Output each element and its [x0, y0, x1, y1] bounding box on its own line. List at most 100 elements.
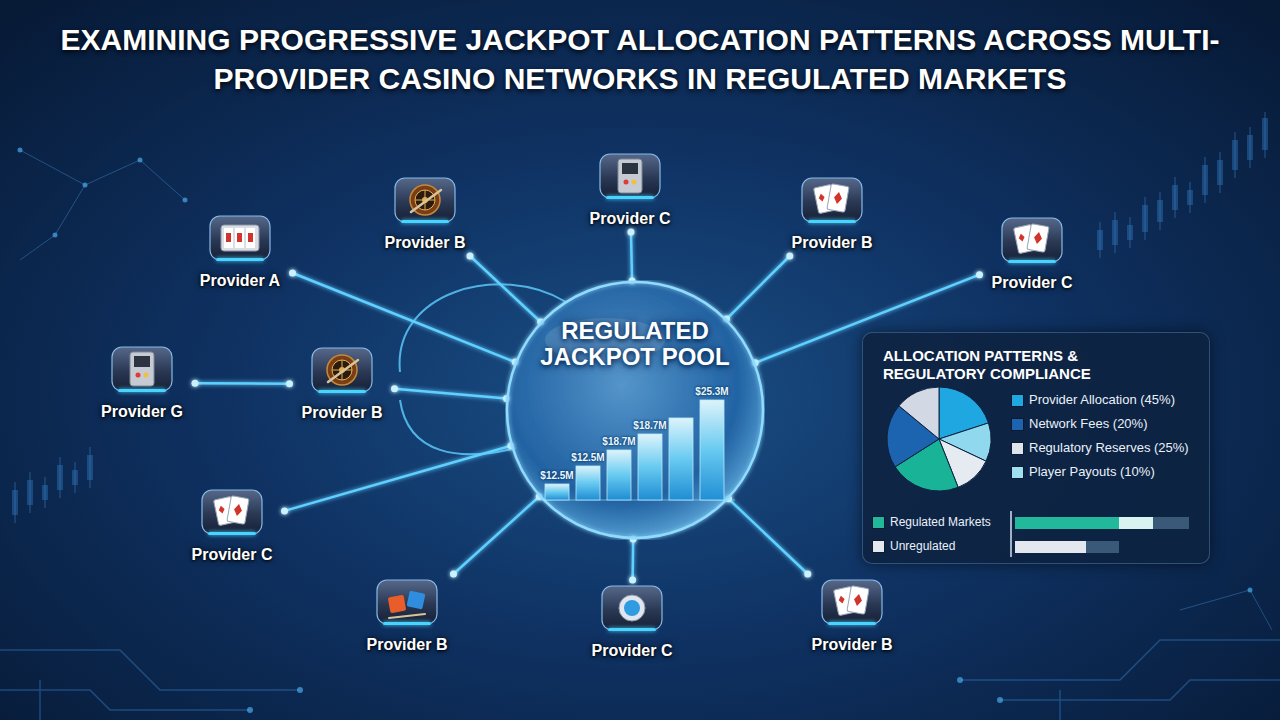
connector-line — [285, 446, 512, 511]
legend-text: Network Fees (20%) — [1029, 416, 1147, 432]
network-lines — [20, 150, 1272, 630]
icon-tile — [602, 586, 662, 630]
network-dot — [53, 233, 58, 238]
legend-text: Unregulated — [890, 538, 955, 554]
network-dot — [18, 148, 23, 153]
slot-symbol — [248, 233, 253, 242]
icon-glow — [383, 622, 431, 625]
machine-button — [136, 373, 141, 378]
provider-icon — [310, 346, 374, 396]
provider-label: Provider A — [200, 272, 280, 290]
pool-bar — [607, 450, 631, 500]
card-suit — [818, 193, 826, 202]
provider-icon — [110, 345, 174, 395]
connector-dot — [192, 380, 199, 387]
die — [388, 595, 407, 614]
wheel-rim — [327, 355, 357, 385]
card-suit — [833, 191, 843, 204]
card-suit — [233, 503, 243, 516]
legend-item: Player Payouts (10%) — [1012, 464, 1155, 480]
circuit-traces — [0, 640, 1280, 720]
cards-symbol — [213, 496, 249, 526]
provider-label: Provider B — [792, 234, 873, 252]
connector-line — [453, 496, 539, 574]
network-dot — [83, 183, 88, 188]
connector-dot — [391, 385, 398, 392]
die — [407, 591, 426, 610]
playing-card — [227, 496, 249, 525]
machine-body — [618, 159, 642, 193]
icon-tile — [600, 154, 660, 198]
legend-item: Unregulated — [873, 538, 955, 554]
provider-label: Provider C — [590, 210, 671, 228]
icon-tile — [202, 490, 262, 534]
legend-swatch — [873, 541, 884, 552]
jackpot-pool-circle: REGULATED JACKPOT POOL — [505, 280, 765, 540]
legend-swatch — [1012, 467, 1023, 478]
provider-node: Provider B — [804, 578, 901, 654]
connector-dot — [281, 507, 288, 514]
provider-node: Provider B — [784, 176, 881, 252]
button-symbol — [619, 595, 645, 621]
stick — [389, 614, 425, 618]
connector-dot — [450, 571, 457, 578]
icon-glow — [828, 622, 876, 625]
network-dot — [138, 158, 143, 163]
provider-icon — [393, 176, 457, 226]
bar-value-label: $18.7M — [633, 420, 666, 431]
icon-tile — [312, 348, 372, 392]
pool-bar — [700, 400, 724, 500]
card-suit — [853, 593, 863, 606]
provider-node: Provider G — [93, 345, 191, 421]
card-suit — [1033, 231, 1043, 244]
provider-label: Provider C — [592, 642, 673, 660]
network-dot — [1248, 588, 1253, 593]
compliance-bar — [1119, 517, 1153, 529]
icon-tile — [112, 347, 172, 391]
cards-symbol — [833, 586, 869, 616]
card-suit — [218, 505, 226, 514]
icon-glow — [401, 220, 449, 223]
legend-swatch — [873, 517, 884, 528]
connector-line — [195, 382, 290, 385]
provider-icon — [1000, 216, 1064, 266]
circuit-dot — [997, 697, 1003, 703]
provider-node: Provider B — [359, 578, 456, 654]
provider-label: Provider G — [101, 403, 183, 421]
network-dot — [183, 198, 188, 203]
icon-glow — [216, 258, 264, 261]
provider-icon — [208, 214, 272, 264]
pie-slice — [899, 387, 939, 439]
machine-symbol — [618, 159, 642, 193]
slot-symbol — [226, 233, 231, 242]
card-suit — [838, 595, 846, 604]
provider-icon — [800, 176, 864, 226]
circuit-dot — [247, 707, 253, 713]
machine-button — [632, 180, 637, 185]
connector-line — [470, 256, 541, 322]
connector-dot — [627, 229, 634, 236]
provider-label: Provider B — [812, 636, 893, 654]
bar-value-label: $12.5M — [571, 452, 604, 463]
legend-item: Regulated Markets — [873, 514, 991, 530]
machine-body — [130, 352, 154, 386]
icon-tile — [377, 580, 437, 624]
connector-dot — [786, 253, 793, 260]
icon-glow — [118, 389, 166, 392]
icon-glow — [1008, 260, 1056, 263]
slot-reel — [246, 228, 255, 248]
legend-text: Regulated Markets — [890, 514, 991, 530]
diagram-title: EXAMINING PROGRESSIVE JACKPOT ALLOCATION… — [20, 20, 1260, 98]
circuit-dot — [957, 677, 963, 683]
playing-card — [1027, 224, 1049, 253]
bar-value-label: $12.5M — [540, 470, 573, 481]
compliance-bar — [1015, 541, 1086, 553]
compliance-bar — [1015, 517, 1119, 529]
icon-glow — [606, 196, 654, 199]
provider-icon — [200, 488, 264, 538]
provider-label: Provider B — [367, 636, 448, 654]
slot-symbol — [221, 225, 259, 251]
pool-bar — [669, 418, 693, 500]
connector-dot — [804, 571, 811, 578]
provider-node: Provider B — [294, 346, 391, 422]
